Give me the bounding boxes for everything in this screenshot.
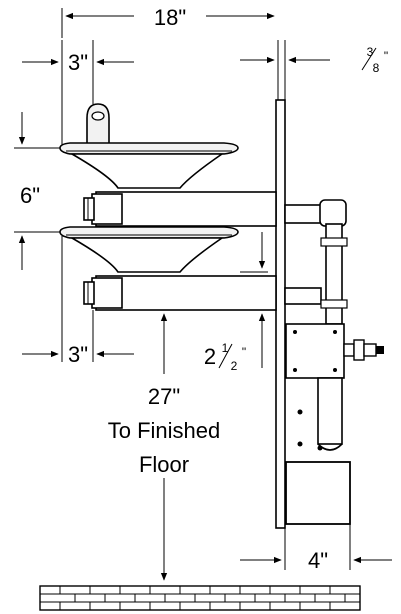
pipe-collar-lower xyxy=(320,299,348,309)
drain-pipe xyxy=(317,377,343,445)
chiller-housing xyxy=(285,461,351,525)
lower-bowl-group xyxy=(59,226,239,273)
dim-bottom-depth-label: 4" xyxy=(308,548,328,573)
pipe-collar-upper xyxy=(320,237,348,247)
dim-floor-height: 27" To Finished Floor xyxy=(108,313,221,581)
lower-arm-cap xyxy=(91,277,123,309)
lower-push-button xyxy=(83,281,95,305)
upper-arm-cap xyxy=(91,193,123,225)
dim-wall-plate-den: 8 xyxy=(373,61,380,75)
dim-floor-height-label: 27" xyxy=(148,384,180,409)
upper-bowl xyxy=(59,142,239,155)
side-bolt-1 xyxy=(297,409,303,415)
box-screw-4 xyxy=(333,368,337,372)
dim-wall-plate: 3 8 " xyxy=(240,45,388,75)
dim-floor-label-line2: Floor xyxy=(139,452,189,477)
dim-bowl-drop-suffix: " xyxy=(242,345,246,359)
pipe-stub-lower xyxy=(284,287,322,305)
dim-wall-plate-suffix: " xyxy=(384,49,388,63)
box-screw-3 xyxy=(293,368,297,372)
dim-floor-label-line1: To Finished xyxy=(108,418,221,443)
lower-bowl xyxy=(59,226,239,239)
dim-wall-plate-num: 3 xyxy=(367,45,374,59)
dim-lower-offset: 3" xyxy=(22,236,134,367)
dim-overall-depth-label: 18" xyxy=(154,5,186,30)
dim-bowl-spacing-label: 6" xyxy=(20,183,40,208)
lower-section xyxy=(285,377,351,525)
wall-plate xyxy=(275,99,286,529)
bubbler-orifice xyxy=(91,111,105,121)
upper-arm-group xyxy=(83,191,277,227)
lower-arm-group xyxy=(83,275,277,311)
bubbler-spout xyxy=(86,103,110,149)
upper-push-button xyxy=(83,197,95,221)
mounting-box-group xyxy=(285,323,384,379)
lower-bowl-basin xyxy=(69,237,225,273)
valve-fitting xyxy=(343,339,384,361)
pipe-elbow xyxy=(319,199,347,227)
lower-arm xyxy=(95,275,277,311)
dim-lower-offset-label: 3" xyxy=(68,342,88,367)
side-bolt-2 xyxy=(297,441,303,447)
dim-bowl-drop-den: 2 xyxy=(231,359,238,373)
dim-bottom-depth: 4" xyxy=(240,524,392,573)
pipe-stub-upper xyxy=(284,204,322,224)
dim-spout-offset-label: 3" xyxy=(68,50,88,75)
floor-hatch xyxy=(39,585,361,611)
dim-bowl-drop: 2 1 2 " xyxy=(204,232,268,373)
side-bolt-3 xyxy=(317,445,323,451)
upper-arm xyxy=(95,191,277,227)
box-screw-2 xyxy=(333,330,337,334)
dim-bowl-spacing: 6" xyxy=(14,112,60,270)
upper-bowl-group xyxy=(59,103,239,189)
upper-bowl-basin xyxy=(69,153,225,189)
dim-bowl-drop-num: 1 xyxy=(222,341,229,355)
dim-overall-depth: 18" xyxy=(61,5,275,38)
rear-piping xyxy=(284,199,348,325)
dim-spout-offset: 3" xyxy=(22,40,134,145)
box-screw-1 xyxy=(293,330,297,334)
dim-bowl-drop-whole: 2 xyxy=(204,344,216,369)
